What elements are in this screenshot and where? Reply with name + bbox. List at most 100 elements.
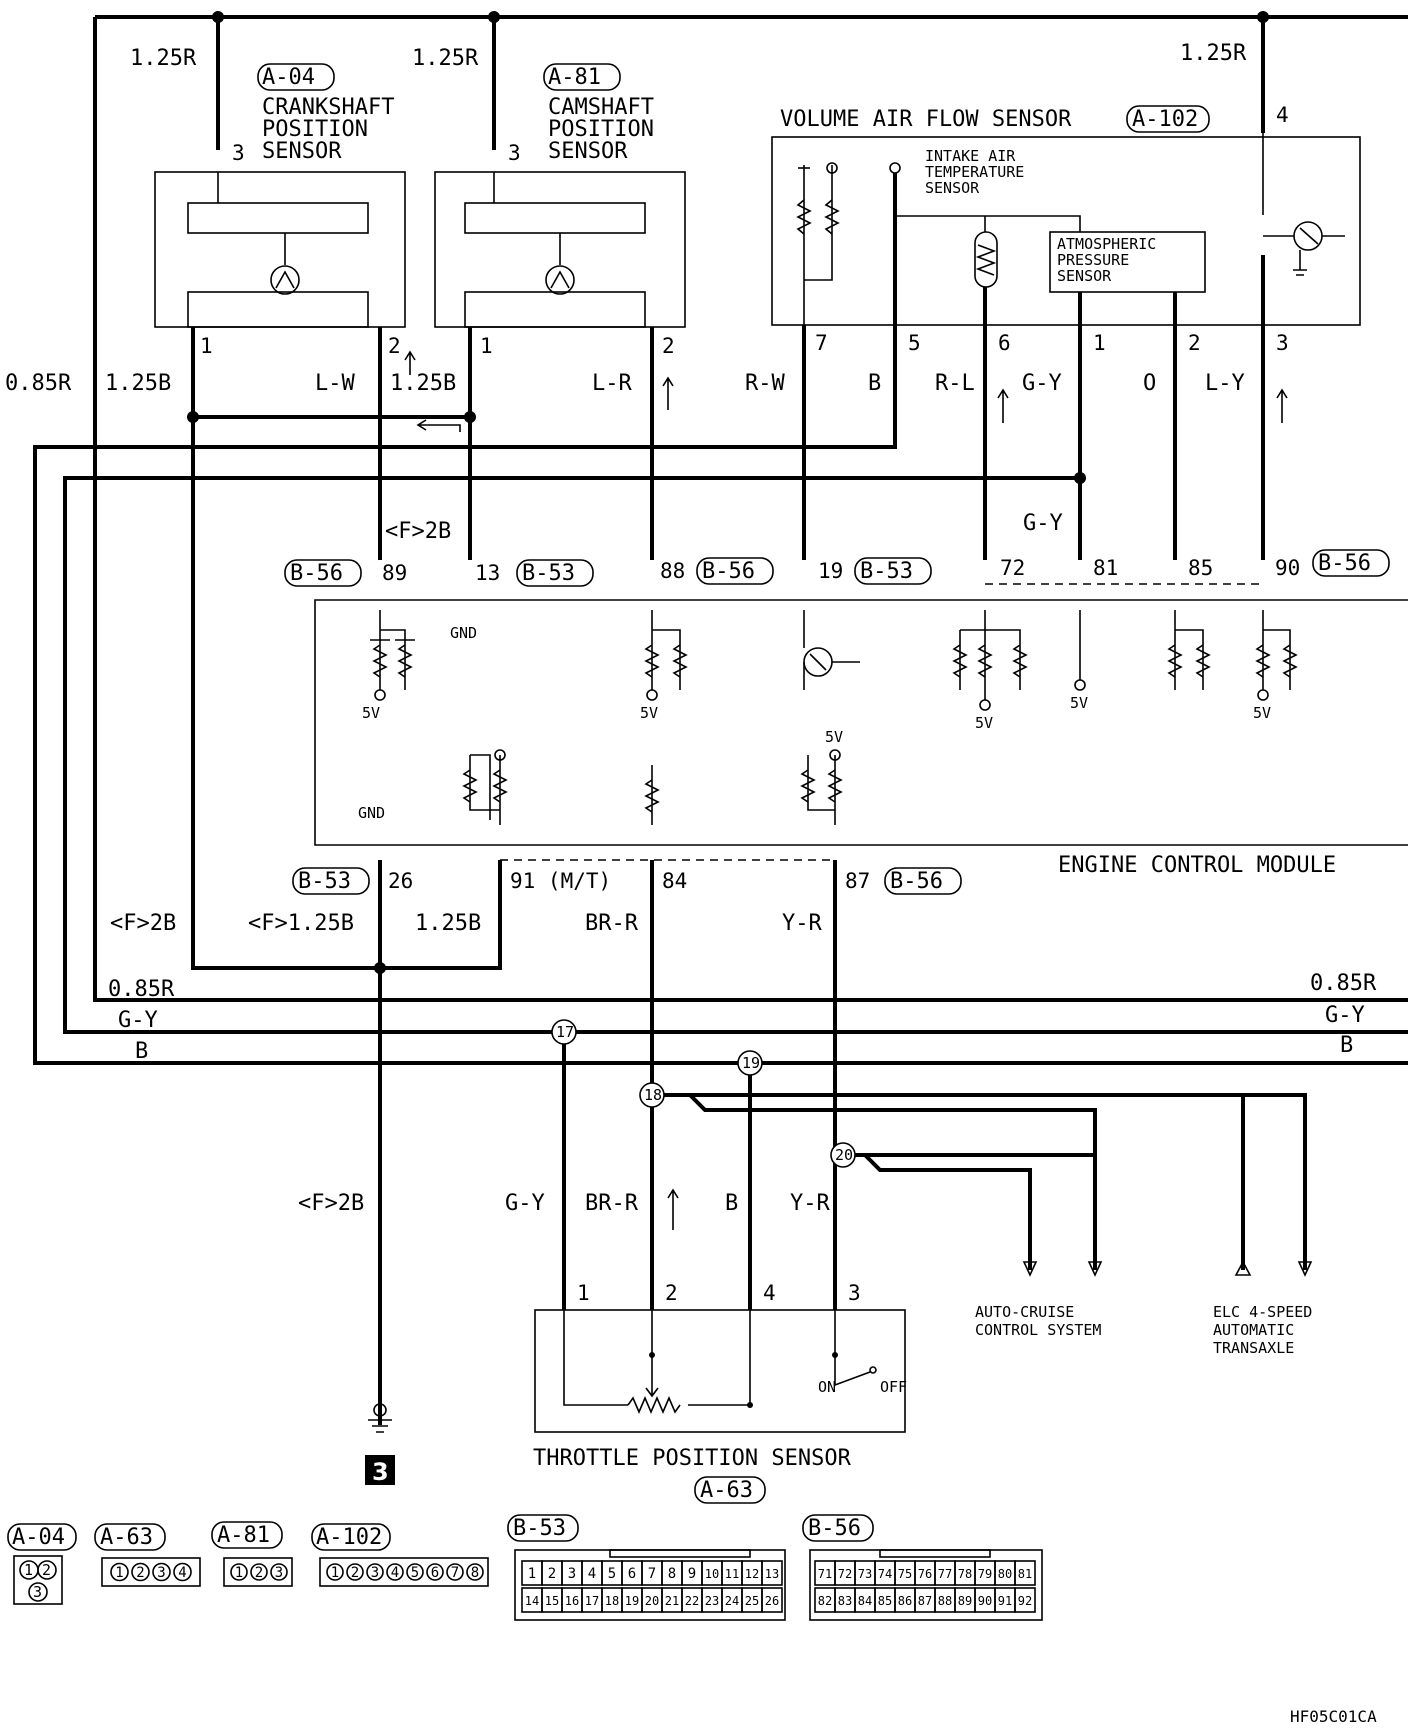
junction-20: 20 xyxy=(835,1146,853,1164)
connector-pin: 5 xyxy=(411,1565,419,1581)
connector-pin: 24 xyxy=(725,1594,739,1608)
ckp-title-3: SENSOR xyxy=(262,139,342,164)
pin-v5: 5 xyxy=(908,331,921,355)
connector-pin: 81 xyxy=(1018,1567,1032,1581)
connector-pin: 26 xyxy=(765,1594,779,1608)
connector-pin: 23 xyxy=(705,1594,719,1608)
connector-pin: 3 xyxy=(157,1565,165,1581)
conn-pin: 3 xyxy=(33,1583,42,1601)
connector-pin: 16 xyxy=(565,1594,579,1608)
ecm-ref: B-56 xyxy=(702,559,755,584)
iat-title-1: INTAKE AIR xyxy=(925,147,1016,165)
ecm-ref: B-53 xyxy=(298,869,351,894)
signal-wires xyxy=(33,325,1408,1425)
connector-pin: 3 xyxy=(275,1565,283,1581)
connector-pin: 4 xyxy=(588,1566,596,1582)
power-bus xyxy=(93,11,1408,1002)
output-elc-2: AUTOMATIC xyxy=(1213,1321,1294,1339)
wire-label: B xyxy=(868,371,881,396)
figure-code: HF05C01CA xyxy=(1290,1707,1377,1726)
wire-label: <F>1.25B xyxy=(248,911,354,936)
gnd-label: GND xyxy=(450,624,477,642)
connector-pin: 18 xyxy=(605,1594,619,1608)
cmp-title-3: SENSOR xyxy=(548,139,628,164)
connector-pin: 19 xyxy=(625,1594,639,1608)
connector-pin: 75 xyxy=(898,1567,912,1581)
switch-on: ON xyxy=(818,1378,836,1396)
pin-t2: 2 xyxy=(665,1281,678,1305)
tps-wires xyxy=(562,860,1313,1310)
ground-symbol xyxy=(365,1403,395,1485)
wire-label: Y-R xyxy=(790,1191,830,1216)
wire-label: G-Y xyxy=(1022,371,1062,396)
connector-pin: 87 xyxy=(918,1594,932,1608)
pin-e90: 90 xyxy=(1275,556,1300,580)
v5-label: 5V xyxy=(1253,704,1271,722)
ref-a81: A-81 xyxy=(548,65,601,90)
connector-pin: 1 xyxy=(528,1566,536,1582)
output-elc-3: TRANSAXLE xyxy=(1213,1339,1294,1357)
pin-e13: 13 xyxy=(475,561,500,585)
pin-v1: 1 xyxy=(1093,331,1106,355)
wire-label: G-Y xyxy=(1325,1003,1365,1028)
v5-label: 5V xyxy=(975,714,993,732)
connector-pin: 2 xyxy=(548,1566,556,1582)
junction-17: 17 xyxy=(556,1023,574,1041)
connector-pin: 89 xyxy=(958,1594,972,1608)
connector-pin: 12 xyxy=(745,1567,759,1581)
pin-cmp1: 1 xyxy=(480,334,493,358)
conn-label-a102: A-102 xyxy=(316,1525,382,1550)
ecm-ref: B-56 xyxy=(890,869,943,894)
crankshaft-position-sensor xyxy=(154,171,406,560)
conn-pin: 1 xyxy=(24,1561,33,1579)
engine-control-module xyxy=(314,583,1408,861)
connector-pin: 72 xyxy=(838,1567,852,1581)
connector-pin: 7 xyxy=(648,1566,656,1582)
pin-e19: 19 xyxy=(818,559,843,583)
connector-pin: 6 xyxy=(431,1565,439,1581)
connector-pin: 86 xyxy=(898,1594,912,1608)
iat-title-3: SENSOR xyxy=(925,179,980,197)
wire-label: L-W xyxy=(315,371,355,396)
wire-label: O xyxy=(1143,371,1156,396)
connector-pin: 15 xyxy=(545,1594,559,1608)
connector-pin: 71 xyxy=(818,1567,832,1581)
connector-pin: 2 xyxy=(351,1565,359,1581)
tps-title: THROTTLE POSITION SENSOR xyxy=(533,1446,852,1471)
connector-pin: 1 xyxy=(235,1565,243,1581)
ref-a102: A-102 xyxy=(1132,107,1198,132)
gnd-label: GND xyxy=(358,804,385,822)
wire-label: 1.25R xyxy=(412,46,479,71)
connector-pin: 13 xyxy=(765,1567,779,1581)
volume-air-flow-sensor xyxy=(771,133,1361,326)
pin-ckp1: 1 xyxy=(200,334,213,358)
pin-v7: 7 xyxy=(815,331,828,355)
conn-pin: 2 xyxy=(42,1561,51,1579)
connector-pin: 8 xyxy=(471,1565,479,1581)
wire-label: 1.25R xyxy=(130,46,197,71)
connector-pin: 88 xyxy=(938,1594,952,1608)
connector-pin: 17 xyxy=(585,1594,599,1608)
connector-pin: 92 xyxy=(1018,1594,1032,1608)
connector-pin: 80 xyxy=(998,1567,1012,1581)
aps-title-1: ATMOSPHERIC xyxy=(1057,235,1156,253)
pin-e88: 88 xyxy=(660,559,685,583)
connector-pin: 79 xyxy=(978,1567,992,1581)
connector-pin: 4 xyxy=(391,1565,399,1581)
connector-pin: 6 xyxy=(628,1566,636,1582)
pin-t1: 1 xyxy=(577,1281,590,1305)
connector-pin: 5 xyxy=(608,1566,616,1582)
connector-pin: 25 xyxy=(745,1594,759,1608)
conn-label-b56: B-56 xyxy=(808,1516,861,1541)
pin-cmp3: 3 xyxy=(508,141,521,165)
ecm-ref: B-56 xyxy=(1318,551,1371,576)
pin-ckp2: 2 xyxy=(388,334,401,358)
conn-label-b53: B-53 xyxy=(513,1516,566,1541)
ref-a04: A-04 xyxy=(262,65,315,90)
wire-label: <F>2B xyxy=(385,519,451,544)
connector-pin: 84 xyxy=(858,1594,872,1608)
connector-pin: 91 xyxy=(998,1594,1012,1608)
conn-label-a81: A-81 xyxy=(217,1523,270,1548)
pin-v6: 6 xyxy=(998,331,1011,355)
connector-pin: 3 xyxy=(568,1566,576,1582)
